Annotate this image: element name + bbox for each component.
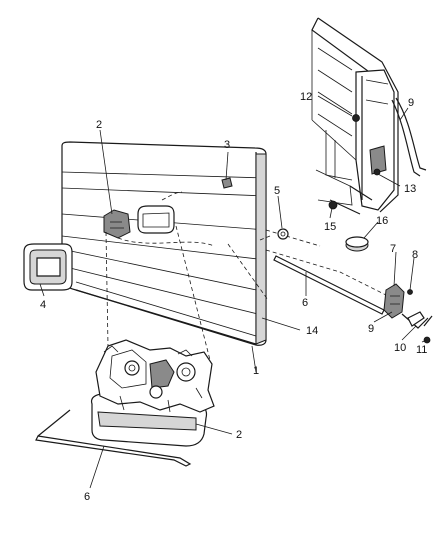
callout-3: 3 — [224, 139, 230, 151]
handle-assembly-detail — [35, 225, 269, 467]
tailgate-panel — [61, 141, 389, 346]
callout-4: 4 — [40, 299, 46, 311]
latch-rod — [273, 255, 385, 315]
callout-9-upper: 9 — [408, 97, 414, 109]
callout-8: 8 — [412, 249, 418, 261]
bump-stop — [221, 177, 233, 189]
callout-15: 15 — [324, 221, 336, 233]
callout-2-latch: 2 — [96, 119, 102, 131]
callout-7: 7 — [390, 243, 396, 255]
callout-10: 10 — [394, 342, 406, 354]
pivot-grommet — [277, 228, 289, 240]
callout-16: 16 — [376, 215, 388, 227]
callout-1: 1 — [253, 365, 259, 377]
handle-bezel — [23, 243, 73, 291]
callout-6-lower: 6 — [84, 491, 90, 503]
callout-2-detail: 2 — [236, 429, 242, 441]
callout-9-lower: 9 — [368, 323, 374, 335]
truck-bed-illustration — [311, 17, 427, 215]
callout-14: 14 — [306, 325, 318, 337]
callout-6-upper: 6 — [302, 297, 308, 309]
callout-5: 5 — [274, 185, 280, 197]
leader-lines — [39, 95, 428, 489]
callout-12: 12 — [300, 91, 312, 103]
callout-labels: 2 3 4 5 6 1 14 12 9 13 15 16 7 8 9 10 11… — [40, 91, 427, 503]
callout-13: 13 — [404, 183, 416, 195]
callout-11: 11 — [416, 344, 427, 356]
access-plug — [345, 236, 369, 252]
